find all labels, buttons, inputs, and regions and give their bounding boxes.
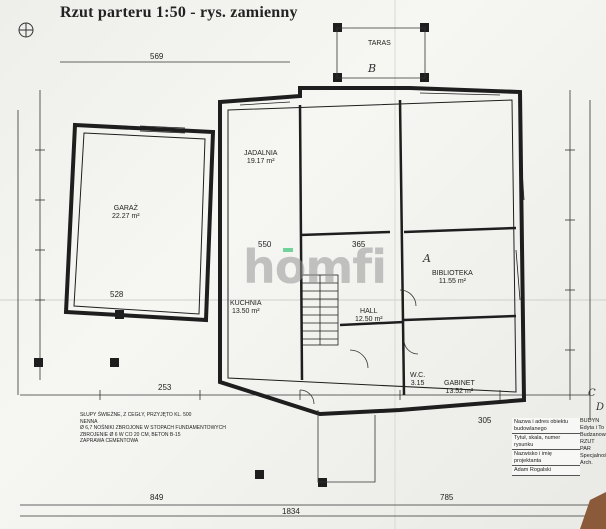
garage-walls xyxy=(63,122,216,323)
dim-kitchen: 550 xyxy=(258,240,272,249)
watermark-logo: homfi xyxy=(243,240,387,294)
construction-notes: SŁUPY ŚWIEŻNE, Z CEGŁY, PRZYJĘTO KL. 500… xyxy=(80,412,226,444)
dimension-lines xyxy=(17,61,591,517)
watermark-accent xyxy=(283,248,293,252)
dim-top-left: 569 xyxy=(150,52,164,61)
handwritten-mark-c: C xyxy=(588,388,596,399)
title-block: Nazwa i adres obiektu budowlanego Tytuł,… xyxy=(512,418,580,476)
handwritten-mark-b: B xyxy=(368,62,377,75)
corner-mark xyxy=(580,492,606,529)
house-outer-walls xyxy=(218,86,527,417)
dim-gabinet-width: 305 xyxy=(478,416,492,425)
garage-inner-walls xyxy=(73,132,206,315)
dim-hall: 365 xyxy=(352,240,366,249)
dim-bottom-right: 785 xyxy=(440,493,454,502)
handwritten-mark-d: D xyxy=(596,402,605,413)
title-block-side: BUDYN Edyta i To Budzanowska RZUT PAR Sp… xyxy=(580,418,606,466)
grid-ticks xyxy=(35,149,575,400)
door-swings xyxy=(299,289,419,405)
dim-253: 253 xyxy=(158,383,172,392)
house-inner-outline xyxy=(227,99,517,393)
handwritten-mark-a: A xyxy=(423,252,431,265)
room-label-wc: W.C.3.15 xyxy=(410,372,426,387)
dim-garage-width: 528 xyxy=(110,290,124,299)
compass-icon xyxy=(18,22,34,38)
dim-total: 1834 xyxy=(282,507,300,516)
terrace-columns xyxy=(34,23,429,487)
page-title: Rzut parteru 1:50 - rys. zamienny xyxy=(60,4,298,21)
stairs xyxy=(301,274,339,346)
windows xyxy=(139,87,525,301)
dim-bottom-left: 849 xyxy=(150,493,164,502)
room-label-taras: TARAS xyxy=(368,40,391,47)
terrace-outline xyxy=(317,27,426,483)
